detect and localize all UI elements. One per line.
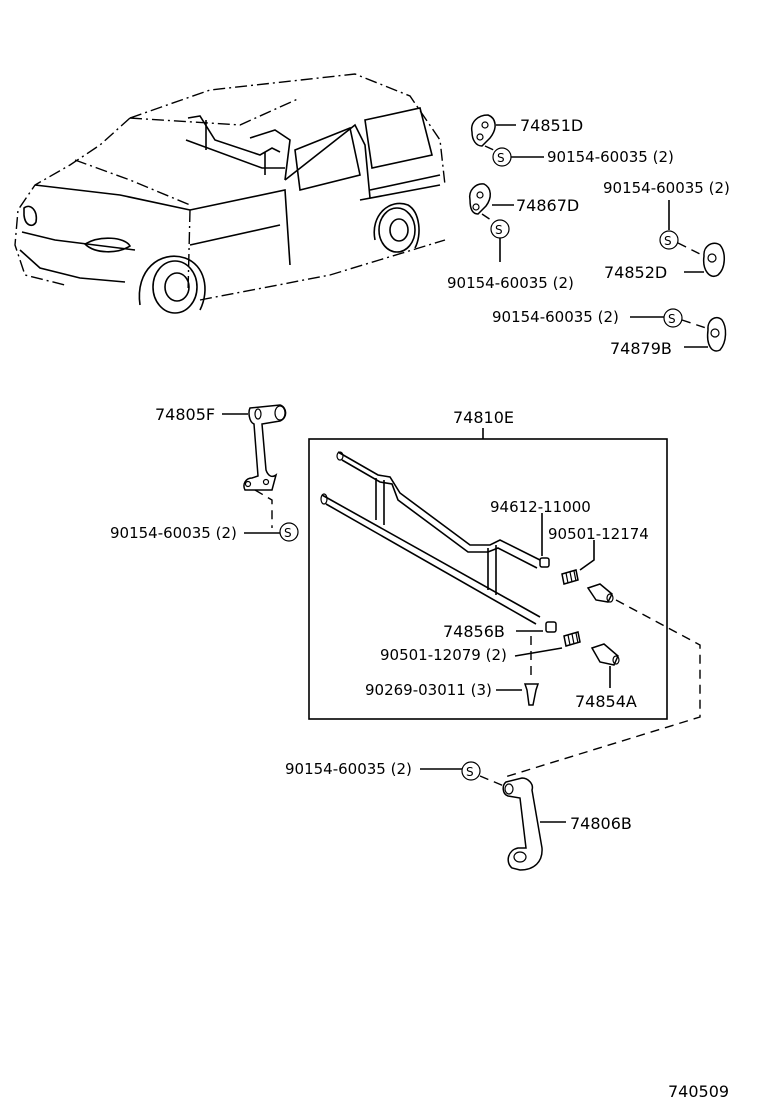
screw-symbol-1: S xyxy=(484,145,544,167)
part-label-74856B: 74856B xyxy=(443,622,505,641)
part-label-90269: 90269-03011 (3) xyxy=(365,681,492,699)
part-label-74805F: 74805F xyxy=(155,405,215,424)
part-label-74810E: 74810E xyxy=(453,408,514,427)
cap-94612 xyxy=(539,513,550,568)
cap-74856B xyxy=(516,621,557,633)
leg-bracket-74805F: S xyxy=(222,404,299,542)
bolt-90269 xyxy=(496,636,540,706)
pin-upper xyxy=(586,583,614,603)
van-illustration xyxy=(14,73,446,314)
part-label-screw-1: 90154-60035 (2) xyxy=(547,148,674,166)
part-label-screw-4: 90154-60035 (2) xyxy=(492,308,619,326)
bracket-74852D: S xyxy=(659,200,725,277)
screw-symbol-text: S xyxy=(466,765,474,779)
part-label-74851D: 74851D xyxy=(520,116,583,135)
bracket-74879B: S xyxy=(630,308,727,352)
diagram-code: 740509 xyxy=(668,1082,729,1101)
roof-rack-rail-assembly xyxy=(320,451,541,625)
part-label-screw-3: 90154-60035 (2) xyxy=(603,179,730,197)
part-label-90501-12174: 90501-12174 xyxy=(548,525,649,543)
spring-90501-12079 xyxy=(514,631,581,657)
part-label-74879B: 74879B xyxy=(610,339,672,358)
bracket-74851D xyxy=(470,114,516,147)
spring-90501-12174 xyxy=(561,540,595,585)
assembly-leader-dashed xyxy=(504,599,701,778)
screw-symbol-text: S xyxy=(664,234,672,248)
bracket-74867D: S xyxy=(468,183,514,262)
part-label-screw-6: 90154-60035 (2) xyxy=(285,760,412,778)
screw-symbol-text: S xyxy=(497,151,505,165)
part-label-74854A: 74854A xyxy=(575,692,637,711)
part-label-screw-2: 90154-60035 (2) xyxy=(447,274,574,292)
pin-74854A xyxy=(590,643,620,688)
assembly-box-74810E xyxy=(308,438,668,720)
part-label-94612: 94612-11000 xyxy=(490,498,591,516)
leg-bracket-74806B: S xyxy=(420,761,566,871)
screw-symbol-text: S xyxy=(495,223,503,237)
part-label-74852D: 74852D xyxy=(604,263,667,282)
part-label-screw-5: 90154-60035 (2) xyxy=(110,524,237,542)
part-label-90501-12079: 90501-12079 (2) xyxy=(380,646,507,664)
screw-symbol-text: S xyxy=(284,526,292,540)
part-label-74806B: 74806B xyxy=(570,814,632,833)
part-label-74867D: 74867D xyxy=(516,196,579,215)
screw-symbol-text: S xyxy=(668,312,676,326)
